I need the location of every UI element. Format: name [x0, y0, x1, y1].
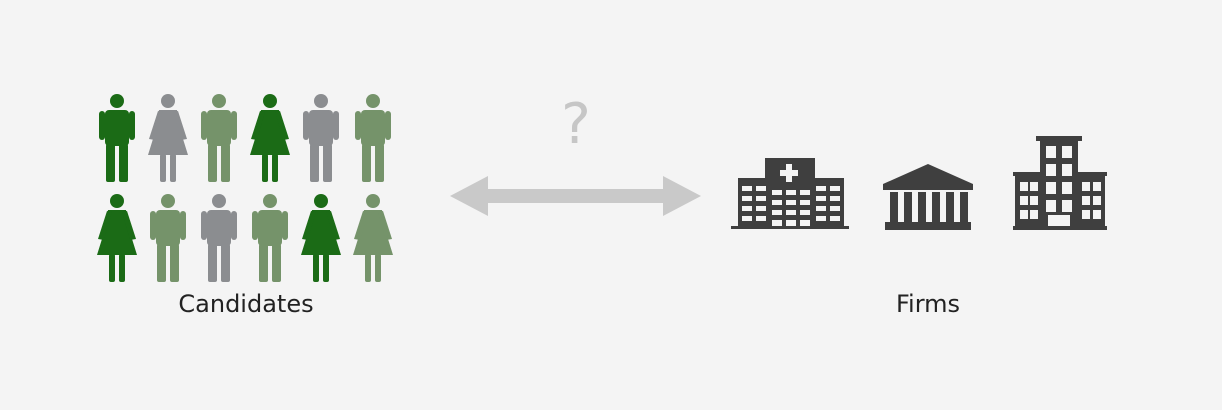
male-person-icon: [303, 94, 339, 182]
candidates-group: [97, 94, 393, 282]
office-building-icon: [1013, 136, 1107, 230]
question-mark: ?: [561, 92, 591, 157]
candidates-label: Candidates: [178, 290, 314, 318]
male-person-icon: [201, 194, 237, 282]
male-person-icon: [201, 94, 237, 182]
male-person-icon: [150, 194, 186, 282]
male-person-icon: [252, 194, 288, 282]
hospital-icon: [731, 158, 849, 229]
male-person-icon: [99, 94, 135, 182]
double-arrow-icon: [450, 176, 701, 216]
female-person-icon: [250, 94, 290, 182]
female-person-icon: [97, 194, 137, 282]
female-person-icon: [301, 194, 341, 282]
female-person-icon: [148, 94, 188, 182]
bank-icon: [883, 164, 973, 230]
male-person-icon: [355, 94, 391, 182]
firms-label: Firms: [895, 290, 961, 318]
female-person-icon: [353, 194, 393, 282]
